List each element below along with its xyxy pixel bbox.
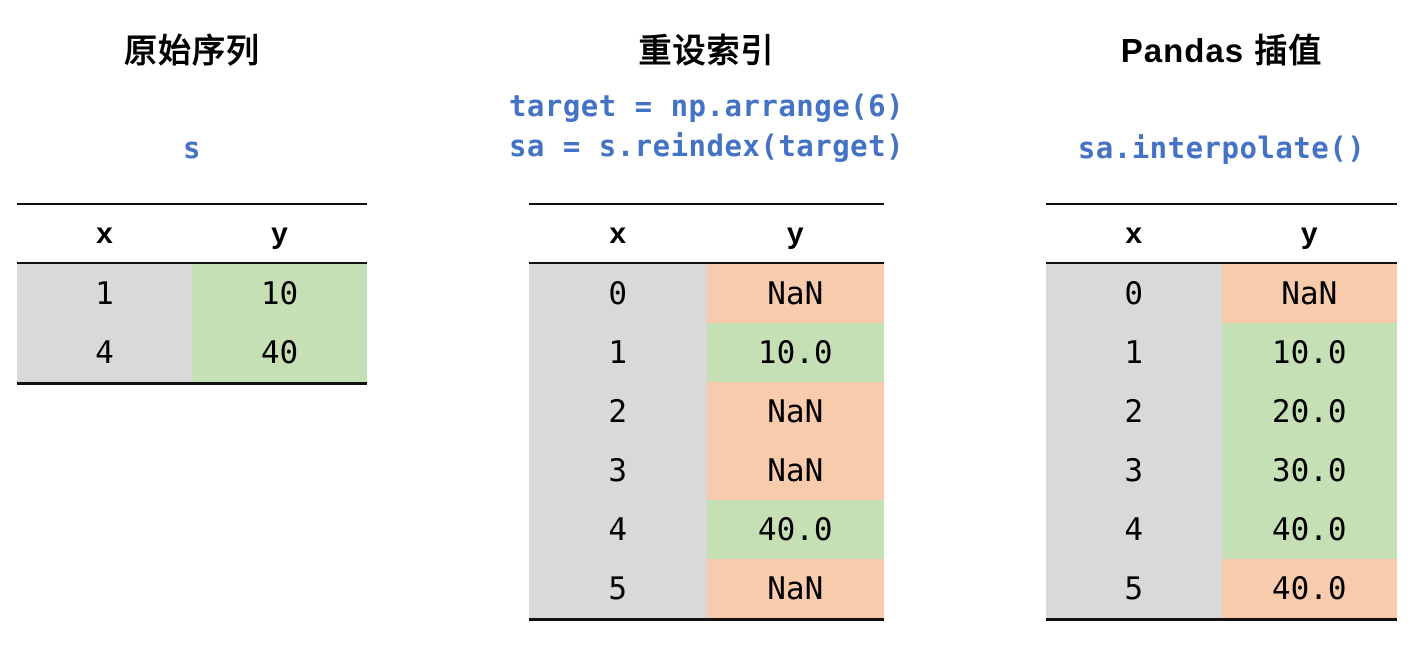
- code-line: s: [183, 131, 201, 165]
- table-header-row: x y: [529, 205, 884, 264]
- y-cell: 10.0: [1221, 323, 1397, 382]
- table-body: 0 NaN 1 10.0 2 20.0 3 30.0 4 40.0: [1046, 264, 1397, 621]
- x-cell: 5: [529, 559, 707, 618]
- table-row: 2 20.0: [1046, 382, 1397, 441]
- code-line: target = np.arrange(6): [508, 89, 905, 123]
- x-cell: 4: [529, 500, 707, 559]
- x-cell: 2: [529, 382, 707, 441]
- table-row: 4 40: [17, 323, 367, 382]
- x-cell: 0: [1046, 264, 1222, 323]
- code-label: sa.interpolate(): [1078, 128, 1365, 168]
- x-cell: 1: [17, 264, 192, 323]
- x-cell: 5: [1046, 559, 1222, 618]
- panel-title: 重设索引: [638, 32, 775, 69]
- table-row: 1 10: [17, 264, 367, 323]
- panel-title: Pandas 插值: [1120, 32, 1323, 69]
- column-header-x: x: [609, 216, 627, 250]
- x-cell: 1: [1046, 323, 1222, 382]
- data-table: x y 0 NaN 1 10.0 2 NaN 3 NaN: [529, 203, 884, 621]
- table-body: 1 10 4 40: [17, 264, 367, 385]
- panel-reindexed: 重设索引 target = np.arrange(6) sa = s.reind…: [509, 0, 904, 658]
- y-cell: 40.0: [706, 500, 884, 559]
- table-row: 1 10.0: [529, 323, 884, 382]
- table-body: 0 NaN 1 10.0 2 NaN 3 NaN 4 40.0: [529, 264, 884, 621]
- y-cell: NaN: [706, 382, 884, 441]
- x-cell: 1: [529, 323, 707, 382]
- column-header-y: y: [271, 216, 288, 250]
- table-header-row: x y: [17, 205, 367, 264]
- table-row: 4 40.0: [529, 500, 884, 559]
- y-cell: NaN: [706, 264, 884, 323]
- code-line: sa = s.reindex(target): [508, 129, 905, 163]
- column-header-x: x: [1125, 216, 1143, 250]
- table-row: 3 NaN: [529, 441, 884, 500]
- y-cell: 40.0: [1221, 559, 1397, 618]
- y-cell: 20.0: [1221, 382, 1397, 441]
- x-cell: 3: [529, 441, 707, 500]
- table-row: 2 NaN: [529, 382, 884, 441]
- code-line: sa.interpolate(): [1077, 131, 1366, 165]
- y-cell: 40: [192, 323, 367, 382]
- code-label: s: [183, 128, 201, 168]
- code-label: target = np.arrange(6) sa = s.reindex(ta…: [509, 86, 904, 166]
- x-cell: 4: [17, 323, 192, 382]
- y-cell: NaN: [706, 559, 884, 618]
- table-row: 5 NaN: [529, 559, 884, 618]
- y-cell: NaN: [1221, 264, 1397, 323]
- table-row: 0 NaN: [1046, 264, 1397, 323]
- panel-original-series: 原始序列 s x y 1 10 4 40: [17, 0, 367, 658]
- panel-interpolated: Pandas 插值 sa.interpolate() x y 0 NaN 1 1…: [1046, 0, 1397, 658]
- table-row: 5 40.0: [1046, 559, 1397, 618]
- y-cell: NaN: [706, 441, 884, 500]
- y-cell: 40.0: [1221, 500, 1397, 559]
- table-row: 3 30.0: [1046, 441, 1397, 500]
- column-header-x: x: [96, 216, 113, 250]
- column-header-y: y: [786, 216, 804, 250]
- column-header-y: y: [1300, 216, 1318, 250]
- x-cell: 2: [1046, 382, 1222, 441]
- y-cell: 10: [192, 264, 367, 323]
- panel-title: 原始序列: [124, 32, 260, 69]
- table-row: 0 NaN: [529, 264, 884, 323]
- x-cell: 3: [1046, 441, 1222, 500]
- table-row: 1 10.0: [1046, 323, 1397, 382]
- table-header-row: x y: [1046, 205, 1397, 264]
- table-row: 4 40.0: [1046, 500, 1397, 559]
- y-cell: 10.0: [706, 323, 884, 382]
- x-cell: 4: [1046, 500, 1222, 559]
- y-cell: 30.0: [1221, 441, 1397, 500]
- data-table: x y 1 10 4 40: [17, 203, 367, 385]
- x-cell: 0: [529, 264, 707, 323]
- data-table: x y 0 NaN 1 10.0 2 20.0 3 30.0: [1046, 203, 1397, 621]
